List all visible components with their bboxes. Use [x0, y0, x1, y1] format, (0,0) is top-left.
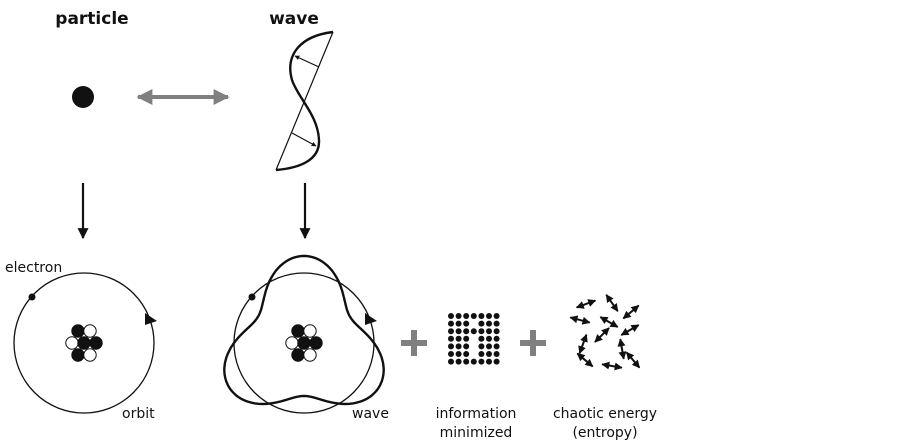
- information-dot: [455, 320, 462, 327]
- information-dot: [493, 335, 500, 342]
- information-dot: [493, 320, 500, 327]
- nucleus: [285, 324, 323, 362]
- information-dot: [448, 313, 454, 319]
- information-dot: [448, 328, 454, 335]
- double-arrow: [605, 294, 619, 312]
- double-arrow: [622, 304, 640, 320]
- wave-arrow-up: [294, 55, 320, 68]
- proton: [297, 336, 311, 350]
- neutron: [83, 348, 97, 362]
- information-dot: [448, 358, 454, 365]
- wave-packet: [275, 30, 334, 172]
- bohr-atom: electron orbit: [5, 260, 157, 422]
- information-dot: [470, 358, 477, 365]
- wave-arrow-down: [291, 132, 317, 147]
- electron-dot: [248, 293, 256, 301]
- information-dot: [478, 343, 485, 350]
- wave-heading: wave: [269, 9, 319, 29]
- information-dot: [478, 328, 485, 335]
- neutron: [285, 336, 299, 350]
- neutron: [303, 324, 317, 338]
- information-dot: [470, 313, 477, 319]
- information-dot: [493, 358, 500, 365]
- information-dot: [478, 358, 485, 365]
- plus-sign: [401, 330, 427, 356]
- double-arrow: [599, 316, 619, 328]
- proton: [291, 324, 305, 338]
- information-dot: [463, 335, 470, 342]
- information-dot: [448, 335, 454, 342]
- wave-curve: [275, 30, 334, 172]
- double-arrow: [617, 338, 627, 360]
- wave-atom: wave: [223, 254, 389, 422]
- information-dot: [486, 313, 492, 319]
- neutron: [65, 336, 79, 350]
- double-arrow: [594, 327, 610, 343]
- double-arrow: [576, 352, 594, 368]
- double-arrow: [569, 315, 591, 325]
- information-dot: [493, 351, 500, 357]
- proton: [291, 348, 305, 362]
- standing-wave-curve: [223, 254, 385, 406]
- information-dot: [455, 313, 462, 319]
- information-dot: [455, 351, 462, 357]
- information-dot: [493, 328, 500, 335]
- orbit-direction-arrowhead: [365, 313, 377, 325]
- information-dot: [448, 343, 454, 350]
- information-dot: [486, 320, 492, 327]
- neutron: [303, 348, 317, 362]
- proton: [77, 336, 91, 350]
- information-dot: [478, 351, 485, 357]
- entropy-label-line1: chaotic energy: [553, 406, 657, 422]
- information-label-line1: information: [436, 406, 517, 422]
- information-dot: [493, 313, 500, 319]
- particle-heading: particle: [55, 9, 128, 29]
- information-dot: [486, 351, 492, 357]
- information-dot: [470, 328, 477, 335]
- information-dot: [463, 343, 470, 350]
- electron-label: electron: [5, 260, 62, 276]
- information-dot: [455, 335, 462, 342]
- information-dot: [478, 335, 485, 342]
- information-dot: [493, 343, 500, 350]
- information-dot: [448, 320, 454, 327]
- entropy-label-line2: (entropy): [572, 425, 637, 441]
- orbit-direction-arrowhead: [145, 313, 157, 325]
- information-dot: [486, 335, 492, 342]
- information-dot: [463, 313, 470, 319]
- double-arrow: [578, 333, 588, 355]
- information-label-line2: minimized: [440, 425, 513, 441]
- proton: [71, 348, 85, 362]
- proton: [309, 336, 323, 350]
- electron-dot: [28, 293, 36, 301]
- neutron: [83, 324, 97, 338]
- information-dot: [486, 343, 492, 350]
- orbit-label: orbit: [122, 406, 155, 422]
- information-dot: [455, 328, 462, 335]
- chaotic-energy-arrows: [569, 294, 641, 371]
- information-dot: [486, 358, 492, 365]
- wave-label: wave: [352, 406, 389, 422]
- double-arrow: [625, 351, 641, 369]
- double-arrow: [601, 361, 623, 371]
- information-dot: [463, 351, 470, 357]
- information-dot: [463, 320, 470, 327]
- information-dot: [448, 351, 454, 357]
- information-dot: [478, 313, 485, 319]
- information-dot: [478, 320, 485, 327]
- information-dot: [455, 358, 462, 365]
- information-dot: [463, 358, 470, 365]
- plus-sign: [520, 330, 546, 356]
- orbit-circle: [13, 272, 155, 414]
- information-dot: [463, 328, 470, 335]
- nucleus: [65, 324, 103, 362]
- information-dot-grid: [448, 313, 500, 365]
- double-arrow: [620, 324, 640, 336]
- information-dot: [455, 343, 462, 350]
- proton: [89, 336, 103, 350]
- double-arrow: [575, 299, 597, 309]
- proton: [71, 324, 85, 338]
- particle-dot: [72, 86, 94, 108]
- information-dot: [486, 328, 492, 335]
